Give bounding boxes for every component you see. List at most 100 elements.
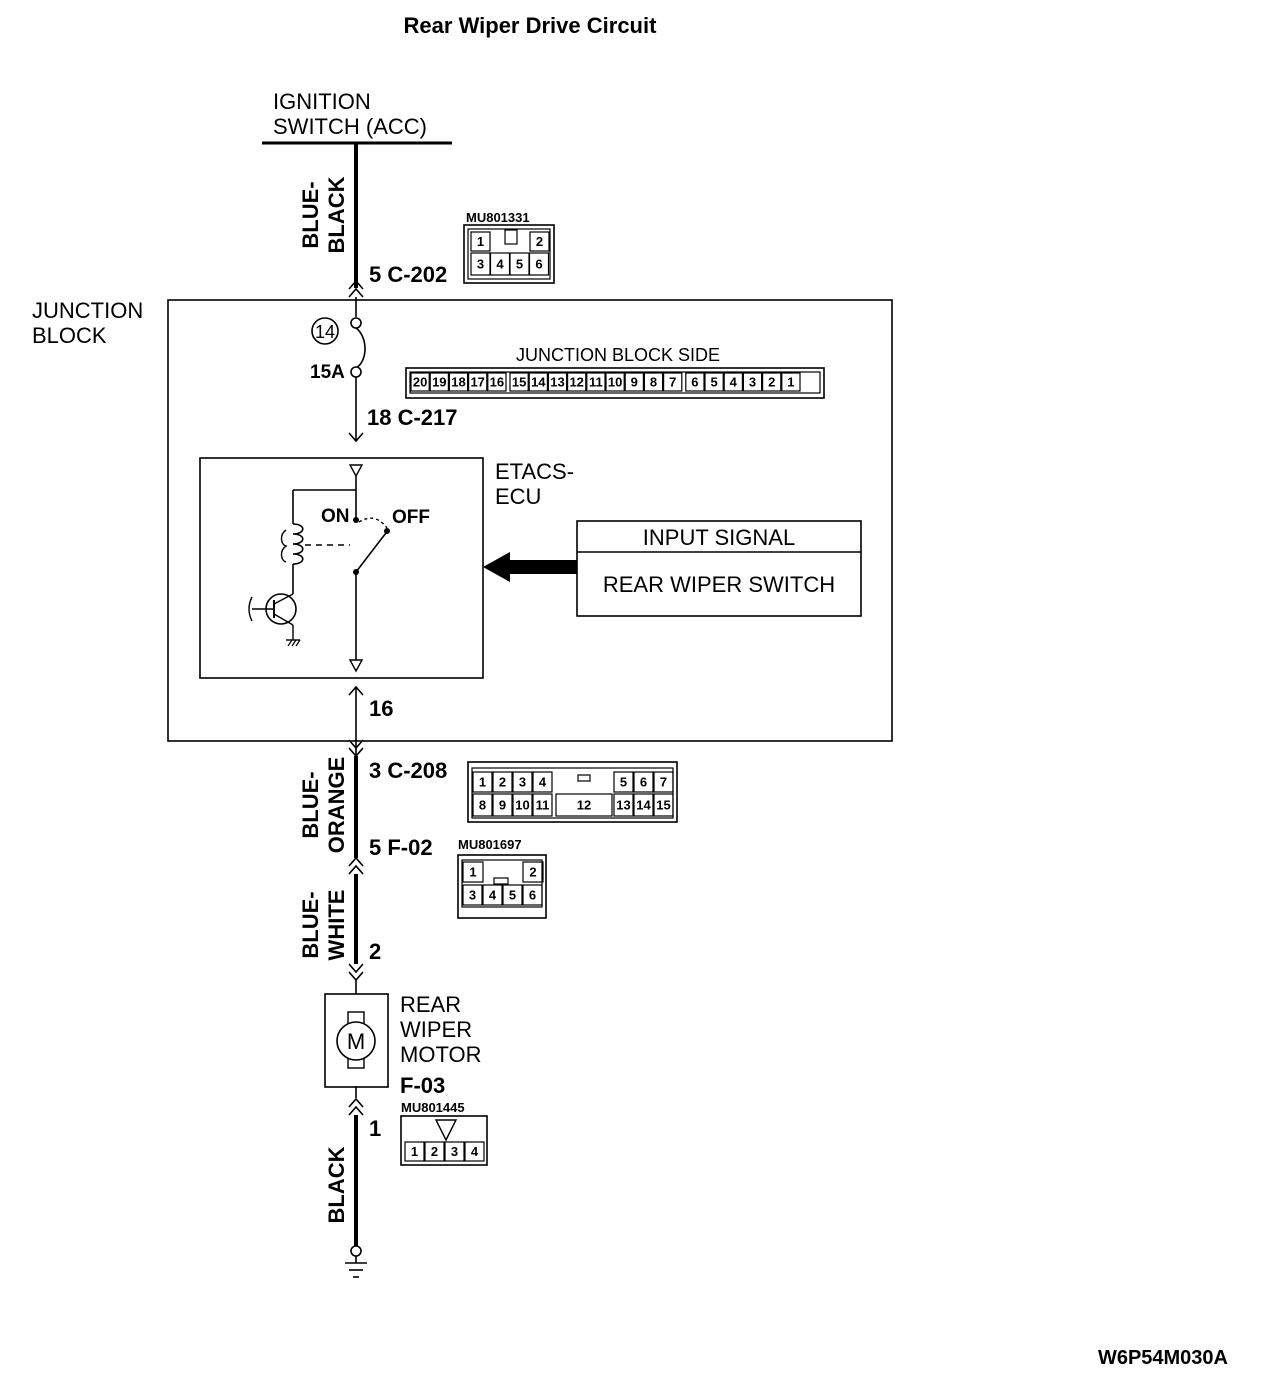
connector-f02-mark (348, 856, 364, 875)
on-contact (353, 517, 359, 523)
c208-pin-cell (653, 793, 674, 817)
c208-pin-cell (613, 793, 634, 817)
rear-wiper-motor: M REAR WIPER MOTOR (324, 992, 481, 1088)
jb-side-body (405, 367, 825, 399)
f02-pin: 3 (469, 888, 476, 903)
f02-pin-cell (482, 884, 503, 906)
jb-side-pin-cell (761, 372, 782, 392)
f03-pin: 2 (431, 1144, 438, 1159)
fuse-number-circle (311, 317, 339, 345)
c208-pin-cell (633, 771, 654, 793)
c208-pin: 4 (539, 775, 547, 790)
relay-coil-core (280, 529, 288, 563)
f03-pin-cell (404, 1141, 425, 1162)
wire-labels: BLUE- BLACK BLUE- ORANGE BLUE- WHITE BLA… (298, 176, 349, 1223)
jb-side-pin-cell (566, 372, 587, 392)
jb-side-face (409, 371, 821, 394)
input-signal-arrow (483, 552, 577, 582)
jb-side-pin: 11 (589, 375, 603, 390)
c202-part-number: MU801331 (466, 210, 530, 225)
jb-side-pin: 7 (669, 375, 676, 390)
f02-part-number: MU801697 (458, 837, 522, 852)
transistor-emitter (273, 613, 294, 626)
jb-side-pin-cell (704, 372, 724, 392)
jb-side-pin: 10 (608, 375, 622, 390)
jb-side-pin-cell (643, 372, 664, 392)
c208-pin-label: 3 C-208 (369, 758, 447, 783)
f03-pin: 3 (451, 1144, 458, 1159)
motor-label-line3: MOTOR (400, 1042, 481, 1067)
jb-side-pin: 17 (470, 375, 484, 390)
ground-symbol (345, 1245, 367, 1278)
jb-side-pin-cell (448, 372, 469, 392)
jb-side-pin-cell (586, 372, 606, 392)
jb-side-pin: 5 (710, 375, 717, 390)
c208-pin-cell (532, 793, 553, 817)
fuse-terminal-top (350, 317, 362, 329)
wire-label-blue-black-1: BLUE- (298, 181, 323, 248)
c208-pin-cell (472, 771, 493, 793)
c208-pin-cell (653, 771, 674, 793)
jb-side-pin-cell (662, 372, 683, 392)
jb-side-pin: 1 (787, 375, 794, 390)
jb-side-pin-cell (468, 372, 488, 392)
jb-side-pin-cell (487, 372, 507, 392)
c208-pin: 8 (479, 798, 486, 813)
relay-switch-arm (355, 528, 390, 573)
jb-side-pin: 13 (550, 375, 564, 390)
relay-coil (292, 523, 304, 565)
c202-pin: 5 (516, 257, 523, 272)
diagram-title: Rear Wiper Drive Circuit (404, 13, 658, 38)
c202-key-cell (504, 229, 518, 245)
drawing-code: W6P54M030A (1098, 1347, 1228, 1369)
f03-body (400, 1115, 488, 1166)
c202-pin: 4 (496, 257, 504, 272)
ignition-switch-label-line1: IGNITION (273, 89, 371, 114)
motor-label-line1: REAR (400, 992, 461, 1017)
c202-pin: 1 (477, 234, 484, 249)
motor-symbol-letter: M (347, 1029, 365, 1054)
jb-side-pin-cell (624, 372, 645, 392)
input-signal-frame (576, 520, 862, 617)
c208-pin: 10 (515, 798, 529, 813)
connector-motor-in-mark (348, 963, 364, 982)
jb-side-pin: 2 (768, 375, 775, 390)
connector-16-mark (348, 685, 364, 696)
c202-pin: 2 (536, 234, 543, 249)
connector-c202-mark (348, 279, 364, 298)
etacs-terminal-top (348, 464, 364, 478)
f03-pin: 4 (471, 1144, 479, 1159)
jb-side-pin: 20 (413, 375, 427, 390)
c202-pin-cell (528, 252, 550, 276)
c208-face (471, 767, 674, 819)
c208-pin: 3 (519, 775, 526, 790)
transistor-collector (273, 593, 294, 605)
on-label: ON (321, 506, 350, 527)
motor-label-line2: WIPER (400, 1017, 472, 1042)
f03-pin: 1 (411, 1144, 418, 1159)
c208-pin-cell (472, 793, 493, 817)
f03-pin-cell (424, 1141, 445, 1162)
f02-face (461, 859, 543, 908)
wire-label-blue-black-2: BLACK (324, 176, 349, 253)
f02-pin: 6 (529, 888, 536, 903)
junction-block-label-line2: BLOCK (32, 323, 107, 348)
f02-pin: 1 (469, 865, 476, 880)
jb-side-pin: 3 (749, 375, 756, 390)
input-signal-box: INPUT SIGNAL REAR WIPER SWITCH (576, 520, 862, 617)
c208-pin-cell (532, 771, 553, 793)
junction-block: JUNCTION BLOCK 14 15A 18 C-217 JUNCTION … (32, 298, 893, 742)
etacs-label-line1: ETACS- (495, 459, 574, 484)
wire-label-blue-orange-2: ORANGE (324, 757, 349, 854)
c208-pin: 6 (640, 775, 647, 790)
c202-pin: 3 (477, 257, 484, 272)
f02-pin: 4 (489, 888, 497, 903)
